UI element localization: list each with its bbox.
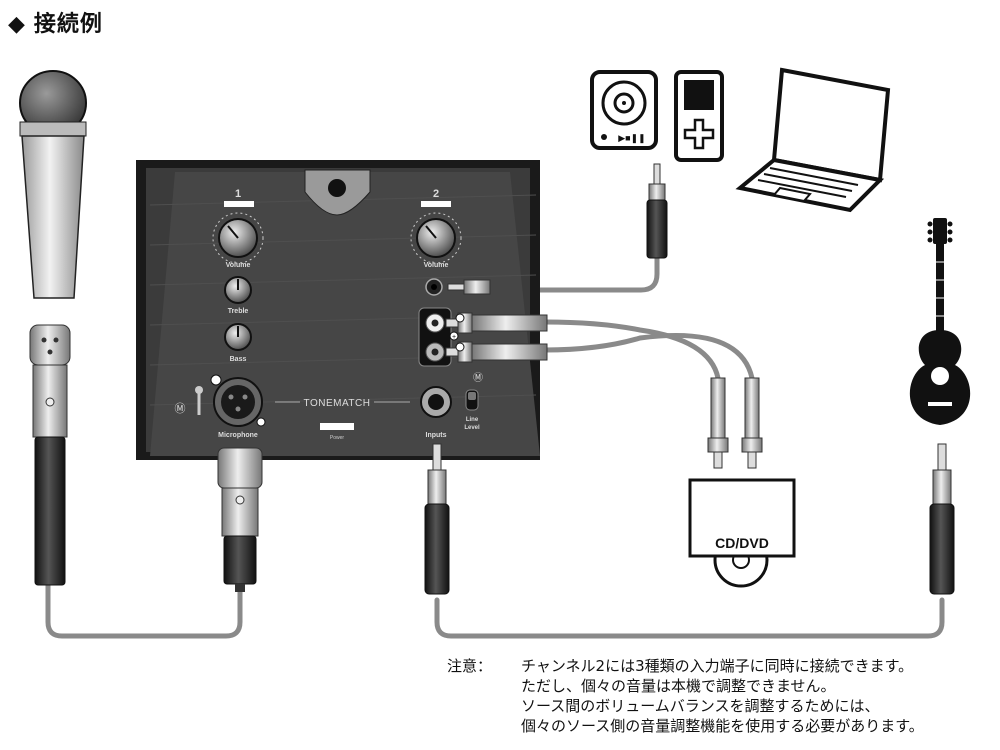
- cd-dvd-player: CD/DVD: [688, 478, 796, 588]
- cd-player-icon: ▶■❚❚: [590, 70, 658, 150]
- level-label: Level: [464, 425, 480, 431]
- mic-cable: [45, 582, 243, 639]
- channel-1-label: 1: [235, 188, 241, 200]
- rca-cable-red: [542, 333, 755, 381]
- inputs-label: Inputs: [426, 432, 447, 439]
- guitar-icon: [909, 218, 971, 425]
- note-line-2: ただし、個々の音量は本機で調整できません。: [521, 677, 836, 695]
- microphone-label: Microphone: [218, 432, 258, 439]
- mic-icon: [195, 386, 203, 415]
- laptop-icon: [735, 67, 891, 213]
- quarter-inch-jack[interactable]: [420, 386, 452, 418]
- xlr-input-jack[interactable]: [210, 374, 266, 427]
- treble-label: Treble: [228, 308, 249, 315]
- mini-jack-cable: [487, 255, 660, 293]
- aux-mini-jack[interactable]: [425, 278, 443, 296]
- instrument-plug-guitar: [929, 443, 955, 595]
- line-label: Line: [466, 417, 479, 423]
- channel-2-label: 2: [433, 188, 439, 200]
- heading-title: 接続例: [33, 12, 103, 37]
- page-heading: ◆ 接続例: [8, 6, 103, 38]
- rca-cable-white: [542, 319, 721, 381]
- xlr-female-plug: [29, 324, 71, 586]
- bass-knob[interactable]: [224, 323, 252, 351]
- volume-1-knob[interactable]: [212, 212, 264, 264]
- svg-text:▶■❚❚: ▶■❚❚: [618, 133, 645, 144]
- mini-plug-vertical: [646, 163, 668, 259]
- cables: [45, 255, 945, 639]
- phantom-icon-2: Ⓜ: [473, 372, 483, 384]
- media-player-icon: [674, 70, 724, 162]
- mini-plug: [447, 279, 491, 295]
- note-line-3: ソース間のボリュームバランスを調整するためには、: [521, 697, 880, 715]
- note-prefix: 注意：: [447, 657, 493, 675]
- volume-2-knob[interactable]: [410, 212, 462, 264]
- note-line-4: 個々のソース側の音量調整機能を使用する必要があります。: [521, 717, 924, 735]
- power-label: Power: [330, 435, 345, 441]
- instrument-cable: [434, 597, 945, 639]
- rca-jack-white[interactable]: [425, 313, 445, 333]
- line-level-switch[interactable]: [465, 389, 479, 411]
- instrument-plug-panel: [424, 443, 450, 595]
- power-indicator: [320, 423, 354, 430]
- xlr-male-plug: [217, 447, 263, 592]
- diamond-icon: ◆: [8, 12, 26, 37]
- plus-sign: +: [452, 334, 456, 341]
- cd-dvd-label: CD/DVD: [715, 535, 769, 551]
- note-line-1: チャンネル2には3種類の入力端子に同時に接続できます。: [521, 657, 914, 675]
- bass-label: Bass: [230, 356, 247, 363]
- phantom-icon: Ⓜ: [175, 402, 186, 415]
- volume-1-label: Volume: [226, 262, 251, 269]
- volume-2-label: Volume: [424, 262, 449, 269]
- rca-plug-red-vertical: [741, 377, 763, 469]
- treble-knob[interactable]: [224, 276, 252, 304]
- note-block: 注意： チャンネル2には3種類の入力端子に同時に接続できます。 ただし、個々の音量…: [447, 656, 992, 736]
- microphone-icon: [19, 70, 87, 299]
- rca-jack-red[interactable]: [425, 342, 445, 362]
- brand-logo: TONEMATCH: [304, 398, 371, 409]
- rca-plug-white-vertical: [707, 377, 729, 469]
- mixer-panel: 1 2 Volume Treble Bass Volume: [136, 160, 540, 460]
